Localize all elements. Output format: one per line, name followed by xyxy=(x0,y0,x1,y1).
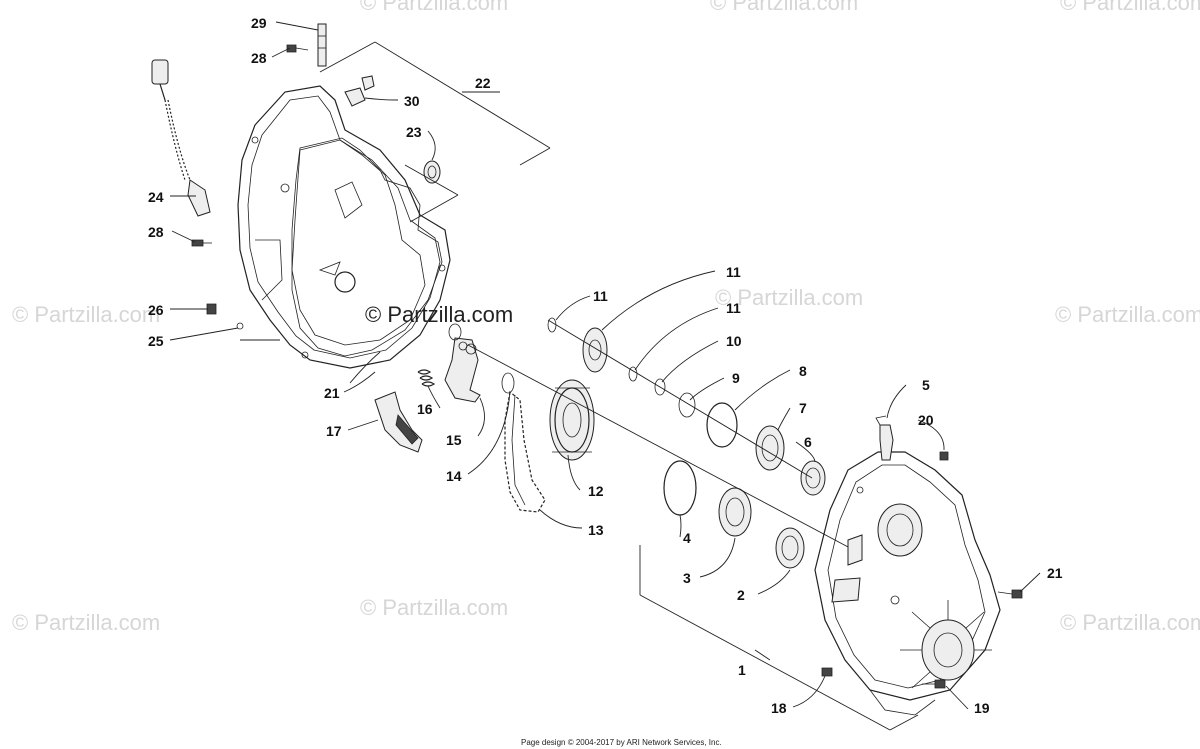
oring-4 xyxy=(663,460,697,516)
bearing-7 xyxy=(755,425,785,471)
washer-9 xyxy=(678,392,696,418)
bracket-1 xyxy=(639,545,919,731)
callout-23: 22 xyxy=(475,75,491,91)
washer-10 xyxy=(654,378,666,396)
callout-11: 11 xyxy=(593,288,608,304)
callout-27: 26 xyxy=(148,302,164,318)
seal-2 xyxy=(775,527,805,569)
ring-15 xyxy=(501,372,515,394)
watermark: © Partzilla.com xyxy=(710,0,858,15)
callout-12: 11 xyxy=(726,264,741,280)
callout-11b: 11 xyxy=(726,300,741,316)
callout-19: 18 xyxy=(771,700,787,716)
fitting-5 xyxy=(875,415,894,461)
watermark-main: © Partzilla.com xyxy=(365,302,513,327)
watermark: © Partzilla.com xyxy=(1055,302,1200,327)
callout-4: 4 xyxy=(683,530,691,546)
outer-cover xyxy=(237,85,451,369)
callout-17: 16 xyxy=(417,401,433,417)
callout-20: 19 xyxy=(974,700,990,716)
callout-21b: 21 xyxy=(1047,565,1063,581)
axis-lines xyxy=(467,319,851,549)
callout-22: 21 xyxy=(324,385,340,401)
callout-24: 23 xyxy=(406,124,422,140)
bearing-3 xyxy=(718,487,752,537)
watermarks: © Partzilla.com © Partzilla.com © Partzi… xyxy=(12,0,1200,635)
callout-26: 25 xyxy=(148,333,164,349)
callout-18: 17 xyxy=(326,423,342,439)
footer-copyright: Page design © 2004-2017 by ARI Network S… xyxy=(521,738,722,747)
plug-30 xyxy=(344,75,375,107)
watermark: © Partzilla.com xyxy=(715,285,863,310)
chaincase-1 xyxy=(814,451,1001,716)
callout-1: 1 xyxy=(738,662,746,678)
callout-29: 29 xyxy=(251,15,267,31)
tensioner-arm-16 xyxy=(444,323,481,403)
watermark: © Partzilla.com xyxy=(1060,0,1200,15)
callout-10: 10 xyxy=(726,333,742,349)
oring-8 xyxy=(706,402,738,448)
callout-8: 8 xyxy=(799,363,807,379)
callout-3: 3 xyxy=(683,570,691,586)
bracket-23 xyxy=(240,41,551,341)
watermark: © Partzilla.com xyxy=(12,610,160,635)
cover-gasket xyxy=(291,137,443,357)
sensor-25 xyxy=(151,59,211,217)
watermark: © Partzilla.com xyxy=(1060,610,1200,635)
watermark: © Partzilla.com xyxy=(360,595,508,620)
watermark: © Partzilla.com xyxy=(360,0,508,15)
callout-25: 24 xyxy=(148,189,164,205)
watermark: © Partzilla.com xyxy=(12,302,160,327)
callout-14: 13 xyxy=(588,522,604,538)
chain-guide-18 xyxy=(374,391,423,453)
leader-lines xyxy=(169,21,1041,710)
callout-2: 2 xyxy=(737,587,745,603)
sprocket-13 xyxy=(549,379,595,461)
callout-21: 20 xyxy=(918,412,934,428)
callout-5: 5 xyxy=(922,377,930,393)
callout-16: 15 xyxy=(446,432,462,448)
callout-15: 14 xyxy=(446,468,462,484)
callout-7: 7 xyxy=(799,400,807,416)
callout-28b: 28 xyxy=(148,224,164,240)
callout-13: 12 xyxy=(588,483,604,499)
spring-17 xyxy=(417,369,436,387)
clip-29 xyxy=(317,23,327,67)
callout-30: 30 xyxy=(404,93,420,109)
callout-6: 6 xyxy=(804,434,812,450)
seal-6 xyxy=(800,460,826,496)
gear-12 xyxy=(582,327,608,373)
bolts-right xyxy=(821,451,1023,689)
chain-14 xyxy=(504,390,546,513)
callout-9: 9 xyxy=(732,370,740,386)
seal-24 xyxy=(423,160,441,184)
callouts: 29 28 22 30 23 24 28 26 25 21 17 16 15 1… xyxy=(148,15,1063,716)
callout-28: 28 xyxy=(251,50,267,66)
